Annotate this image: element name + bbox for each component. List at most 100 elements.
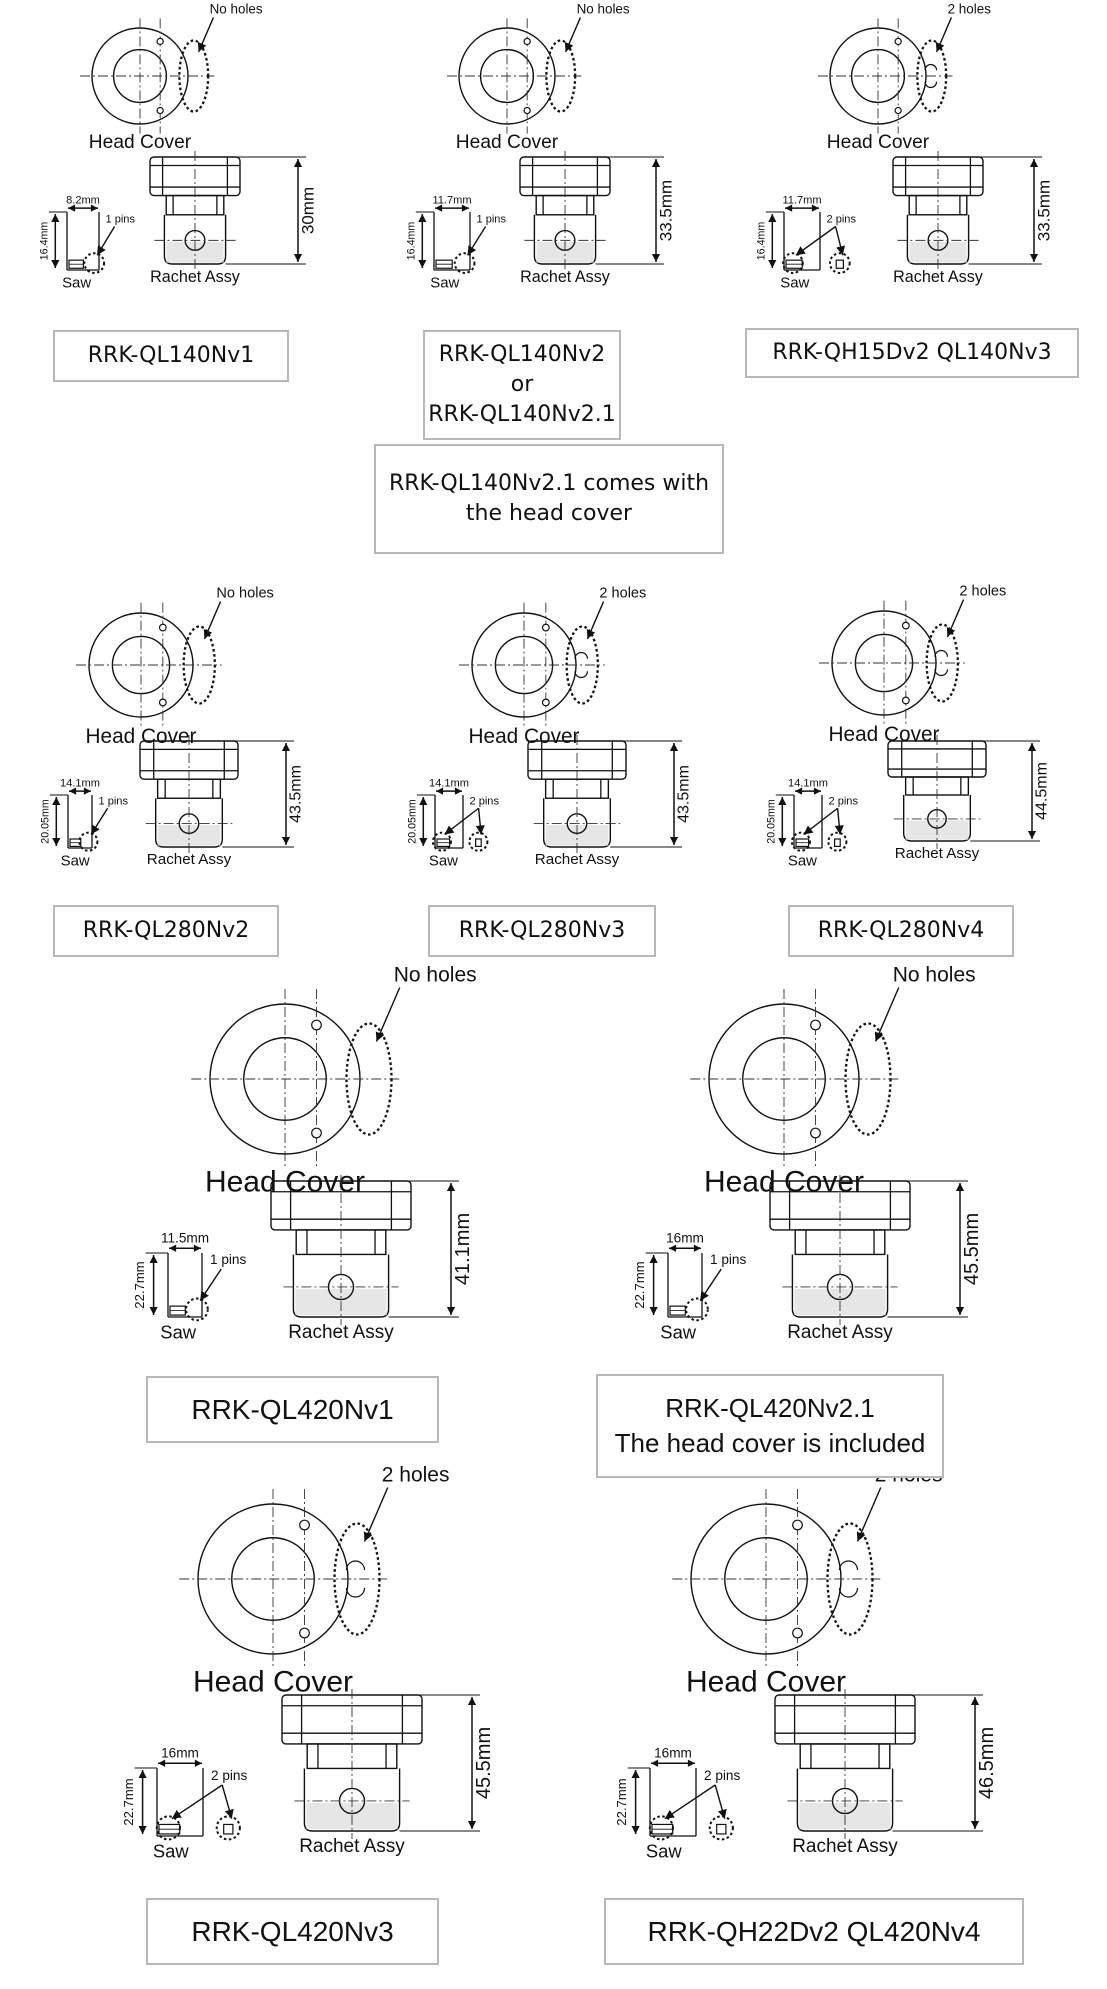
rachet-assy-label: Rachet Assy (520, 268, 611, 286)
screw-hole (311, 1127, 322, 1139)
arrow-head (717, 1808, 727, 1819)
arrow-head (693, 1244, 701, 1252)
pin-highlight (185, 1297, 209, 1322)
model-label-line: RRK-QL140Nv2 (438, 342, 606, 368)
head-cover-label: Head Cover (686, 1666, 846, 1699)
arrow-head (51, 259, 60, 268)
head-cover-label: Head Cover (193, 1666, 353, 1699)
ratchet-dimension: 30mm (298, 187, 317, 234)
arrow-head (375, 1031, 385, 1042)
arrow-head (856, 1531, 866, 1542)
saw-pin (223, 1823, 234, 1835)
pin-hole (924, 63, 938, 71)
saw-pin (835, 259, 845, 269)
model-label-line: RRK-QL280Nv3 (458, 918, 626, 944)
arrow-head (836, 245, 846, 256)
saw-pin (833, 838, 841, 848)
arrow-head (664, 1809, 675, 1819)
hole-area-highlight (182, 625, 216, 705)
model-label-line: RRK-QH15Dv2 QL140Nv3 (772, 340, 1052, 366)
model-label-line: RRK-QL420Nv2.1 (665, 1392, 875, 1423)
head-cover-label: Head Cover (86, 725, 197, 748)
arrow-head (795, 787, 803, 795)
leader-line (664, 1784, 716, 1820)
saw-pin (475, 838, 482, 848)
arrow-head (467, 245, 477, 256)
ratchet-dimension: 43.5mm (287, 765, 304, 823)
arrow-head (651, 253, 661, 262)
model-label-line: The head cover is included (614, 1428, 926, 1458)
rachet-assy-label: Rachet Assy (535, 851, 620, 868)
arrow-head (419, 837, 428, 846)
pin-hole (345, 1560, 366, 1571)
screw-hole (523, 37, 531, 46)
pin-hole (345, 1587, 366, 1598)
holes-label: No holes (394, 964, 477, 987)
model-label-line: RRK-QL420Nv3 (191, 1915, 394, 1947)
screw-hole (894, 106, 902, 115)
arrow-head (768, 259, 777, 268)
model-label-line: RRK-QL140Nv1 (87, 343, 255, 369)
pins-label: 2 pins (827, 214, 857, 226)
arrow-head (52, 797, 61, 806)
arrow-head (461, 204, 469, 212)
rachet-assy-label: Rachet Assy (147, 851, 232, 868)
saw-width-dimension: 11.7mm (782, 195, 821, 207)
pin-highlight (468, 831, 489, 852)
arrow-head (768, 214, 777, 223)
model-label-ql140nv1: RRK-QL140Nv1 (53, 330, 289, 382)
saw-label: Saw (780, 275, 809, 292)
arrow-head (687, 1759, 695, 1767)
pin-hole (574, 651, 589, 659)
pin-highlight (827, 831, 848, 852)
screw-hole (901, 621, 910, 630)
ratchet-dimension: 46.5mm (976, 1727, 998, 1799)
pins-label: 1 pins (710, 1252, 746, 1267)
saw-label: Saw (160, 1322, 196, 1343)
arrow-head (203, 629, 213, 639)
ratchet-dimension: 41.1mm (452, 1213, 474, 1285)
pins-label: 2 pins (829, 795, 859, 807)
screw-hole (541, 623, 550, 632)
pin-hole (574, 671, 589, 679)
arrow-head (631, 1825, 640, 1834)
ratchet-dimension: 33.5mm (656, 180, 675, 241)
pins-label: 1 pins (210, 1252, 246, 1267)
arrow-head (778, 837, 787, 846)
ratchet-shading (166, 241, 224, 263)
head-cover-label: Head Cover (89, 132, 192, 153)
saw-width-dimension: 14.1mm (788, 778, 828, 790)
model-label-line: RRK-QH22Dv2 QL420Nv4 (647, 1915, 981, 1947)
pin-highlight (215, 1815, 241, 1841)
saw-label: Saw (646, 1841, 682, 1862)
arrow-head (955, 1306, 965, 1315)
arrow-head (935, 42, 945, 52)
rachet-assy-label: Rachet Assy (299, 1836, 405, 1857)
arrow-head (52, 837, 61, 846)
head-cover-label: Head Cover (456, 132, 559, 153)
arrow-head (194, 1759, 202, 1767)
pin-highlight (78, 831, 99, 852)
rachet-assy-label: Rachet Assy (893, 268, 984, 286)
arrow-head (834, 825, 844, 835)
pin-highlight (782, 252, 804, 274)
saw-width-dimension: 16mm (654, 1746, 692, 1761)
saw-height-dimension: 16.4mm (39, 222, 51, 261)
